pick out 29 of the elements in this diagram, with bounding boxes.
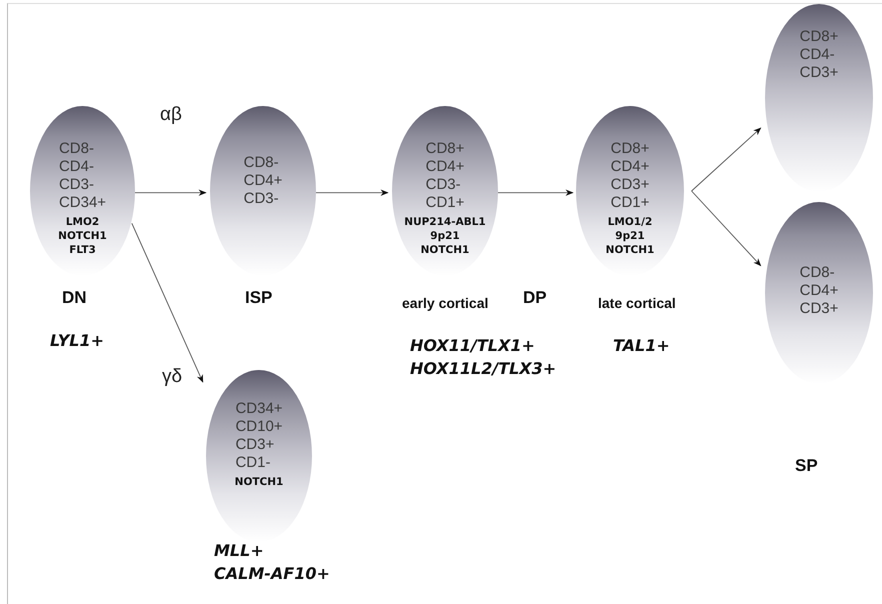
marker-list: CD8- CD4- CD3- CD34+ xyxy=(58,140,106,212)
edge-label: γδ xyxy=(160,366,184,388)
gene-list: NOTCH1 xyxy=(234,475,284,489)
gene-list: NUP214-ABL1 9p21 NOTCH1 xyxy=(404,215,486,257)
marker-list: CD8- CD4+ CD3- xyxy=(244,154,282,208)
gene-note: TAL1+ xyxy=(613,335,670,357)
stage-label: early cortical xyxy=(402,294,488,313)
arrow xyxy=(131,222,204,383)
arrow xyxy=(134,190,207,196)
gene-list: LMO2 NOTCH1 FLT3 xyxy=(58,215,107,257)
marker-list: CD8+ CD4+ CD3- CD1+ xyxy=(426,140,464,212)
gene-note: LYL1+ xyxy=(50,330,104,352)
stage-label: late cortical xyxy=(598,294,676,313)
gene-list: LMO1/2 9p21 NOTCH1 xyxy=(606,215,654,257)
arrow xyxy=(316,190,389,196)
arrow xyxy=(691,128,762,192)
gene-note: HOX11/TLX1+ HOX11L2/TLX3+ xyxy=(410,335,556,380)
arrow xyxy=(691,190,762,266)
stage-label: ISP xyxy=(245,287,272,309)
stage-label: SP xyxy=(795,455,818,477)
edge-label: αβ xyxy=(158,104,184,126)
stage-label: DN xyxy=(62,287,87,309)
marker-list: CD34+ CD10+ CD3+ CD1- xyxy=(235,400,283,472)
stage-label: DP xyxy=(523,287,547,309)
marker-list: CD8- CD4+ CD3+ xyxy=(800,264,838,318)
marker-list: CD8+ CD4- CD3+ xyxy=(800,28,838,82)
arrow xyxy=(498,190,574,196)
marker-list: CD8+ CD4+ CD3+ CD1+ xyxy=(610,140,650,212)
gene-note: MLL+ CALM-AF10+ xyxy=(214,540,330,585)
